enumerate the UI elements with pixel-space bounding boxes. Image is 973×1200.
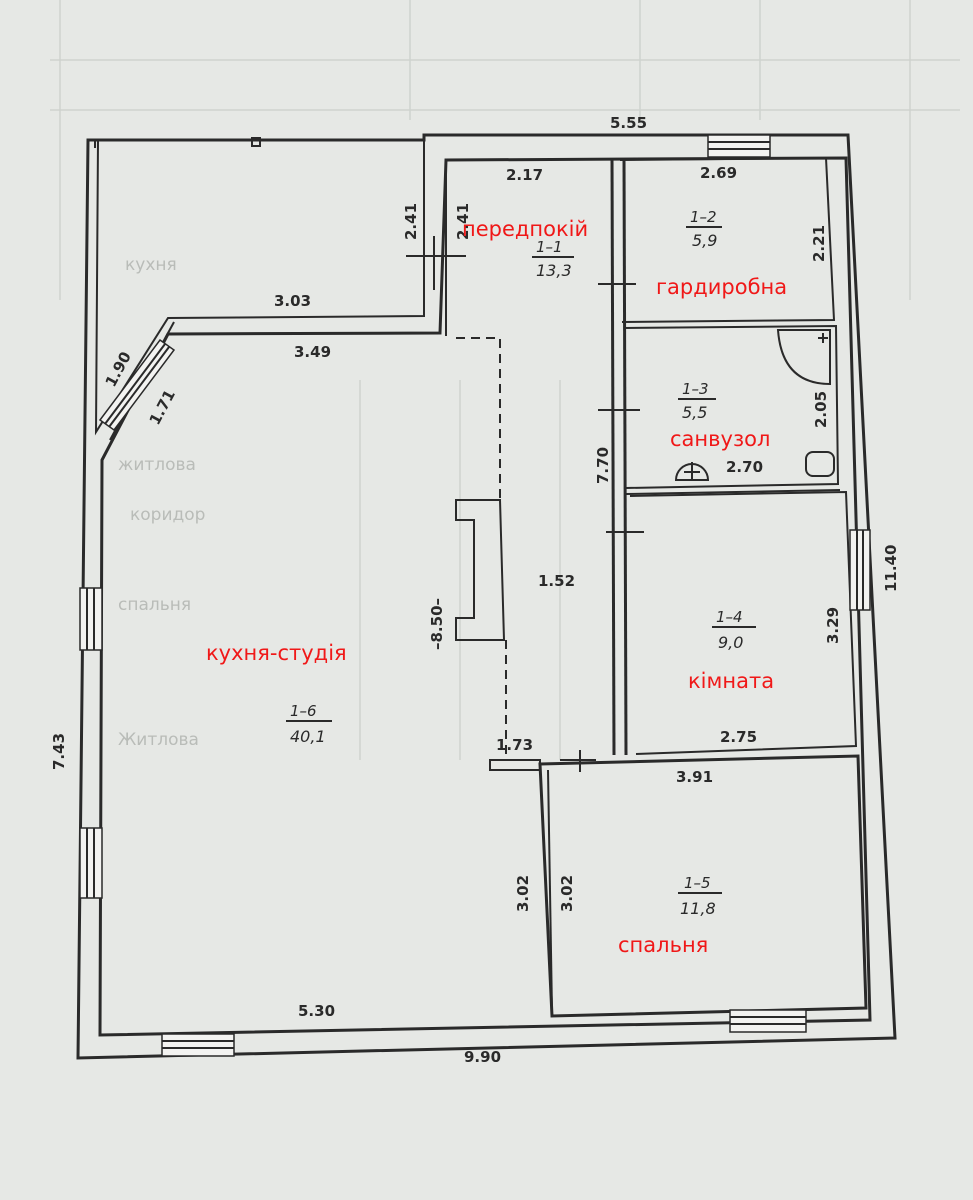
window-right xyxy=(849,529,871,611)
dim-left-overall: 7.43 xyxy=(50,733,68,770)
dim-kitchen-passage: 1.73 xyxy=(496,736,533,754)
room-5-area: 11,8 xyxy=(680,899,716,918)
room-2-area: 5,9 xyxy=(692,231,717,250)
dim-bath-bottom: 2.70 xyxy=(726,458,763,476)
dim-kitchen-right-wall: 3.02 xyxy=(514,875,532,912)
label-hallway: передпокій xyxy=(462,217,588,241)
room-5-code: 1–5 xyxy=(684,874,711,892)
room-3-area: 5,5 xyxy=(682,403,707,422)
dim-bottom-overall: 9.90 xyxy=(464,1048,501,1066)
background-form xyxy=(50,0,960,760)
window-left-2 xyxy=(79,827,103,899)
windows xyxy=(79,134,871,1057)
window-bottom-right xyxy=(729,1009,807,1033)
dim-hall-top: 2.17 xyxy=(506,166,543,184)
room-3-code: 1–3 xyxy=(682,380,709,398)
room-4-code: 1–4 xyxy=(716,608,743,626)
room-2-code: 1–2 xyxy=(690,208,717,226)
outer-walls xyxy=(76,133,897,1060)
dim-kitchen-bottom: 5.30 xyxy=(298,1002,335,1020)
dim-kitchen-top: 3.49 xyxy=(294,343,331,361)
bath-fixtures xyxy=(674,329,835,481)
room-6-area: 40,1 xyxy=(290,727,326,746)
dim-top-overall: 5.55 xyxy=(610,114,647,132)
dim-room-right: 3.29 xyxy=(824,607,842,644)
dim-hall-right: 7.70 xyxy=(594,447,612,484)
label-room: кімната xyxy=(688,669,774,693)
dim-bedroom-top: 3.91 xyxy=(676,768,713,786)
dim-kitchen-middle: 1.52 xyxy=(538,572,575,590)
dim-bay-inner: 1.71 xyxy=(146,387,179,428)
toilet-icon xyxy=(805,451,835,477)
dim-bath-right: 2.05 xyxy=(812,391,830,428)
door-marks xyxy=(406,236,644,772)
room-4-area: 9,0 xyxy=(718,633,743,652)
label-kitchen-studio: кухня-студія xyxy=(206,641,347,665)
svg-text:коридор: коридор xyxy=(130,505,205,525)
bay-window xyxy=(98,338,176,432)
svg-text:кухня: кухня xyxy=(125,255,177,275)
dim-bedroom-left: 3.02 xyxy=(558,875,576,912)
background-text: кухня житлова коридор спальня Житлова xyxy=(118,255,205,750)
label-bedroom: спальня xyxy=(618,933,708,957)
label-bathroom: санвузол xyxy=(670,427,770,451)
window-bottom-left xyxy=(161,1033,235,1057)
dim-room-bottom: 2.75 xyxy=(720,728,757,746)
dim-terrace-top: 3.03 xyxy=(274,292,311,310)
dim-wardrobe-top: 2.69 xyxy=(700,164,737,182)
room-1-code: 1–1 xyxy=(536,238,563,256)
sink-icon xyxy=(674,463,710,481)
dim-hall-left-inner: 2.41 xyxy=(454,203,472,240)
shower-icon xyxy=(776,329,831,386)
dim-kitchen-vertical: –8.50– xyxy=(428,598,446,650)
room-codes: 1–1 13,3 1–2 5,9 1–3 5,5 1–4 9,0 1–5 11,… xyxy=(286,208,756,918)
svg-text:спальня: спальня xyxy=(118,595,191,615)
window-left-1 xyxy=(79,587,103,651)
interior-walls xyxy=(445,156,868,1018)
room-1-area: 13,3 xyxy=(536,261,572,280)
label-wardrobe: гардиробна xyxy=(656,275,787,299)
svg-text:Житлова: Житлова xyxy=(118,730,199,750)
svg-text:житлова: житлова xyxy=(118,455,196,475)
room-6-code: 1–6 xyxy=(290,702,317,720)
dim-right-overall: 11.40 xyxy=(882,545,900,592)
room-labels: передпокій гардиробна санвузол кімната с… xyxy=(206,217,787,957)
window-top xyxy=(707,134,771,158)
dim-hall-left-outer: 2.41 xyxy=(402,203,420,240)
dim-wardrobe-right: 2.21 xyxy=(810,225,828,262)
